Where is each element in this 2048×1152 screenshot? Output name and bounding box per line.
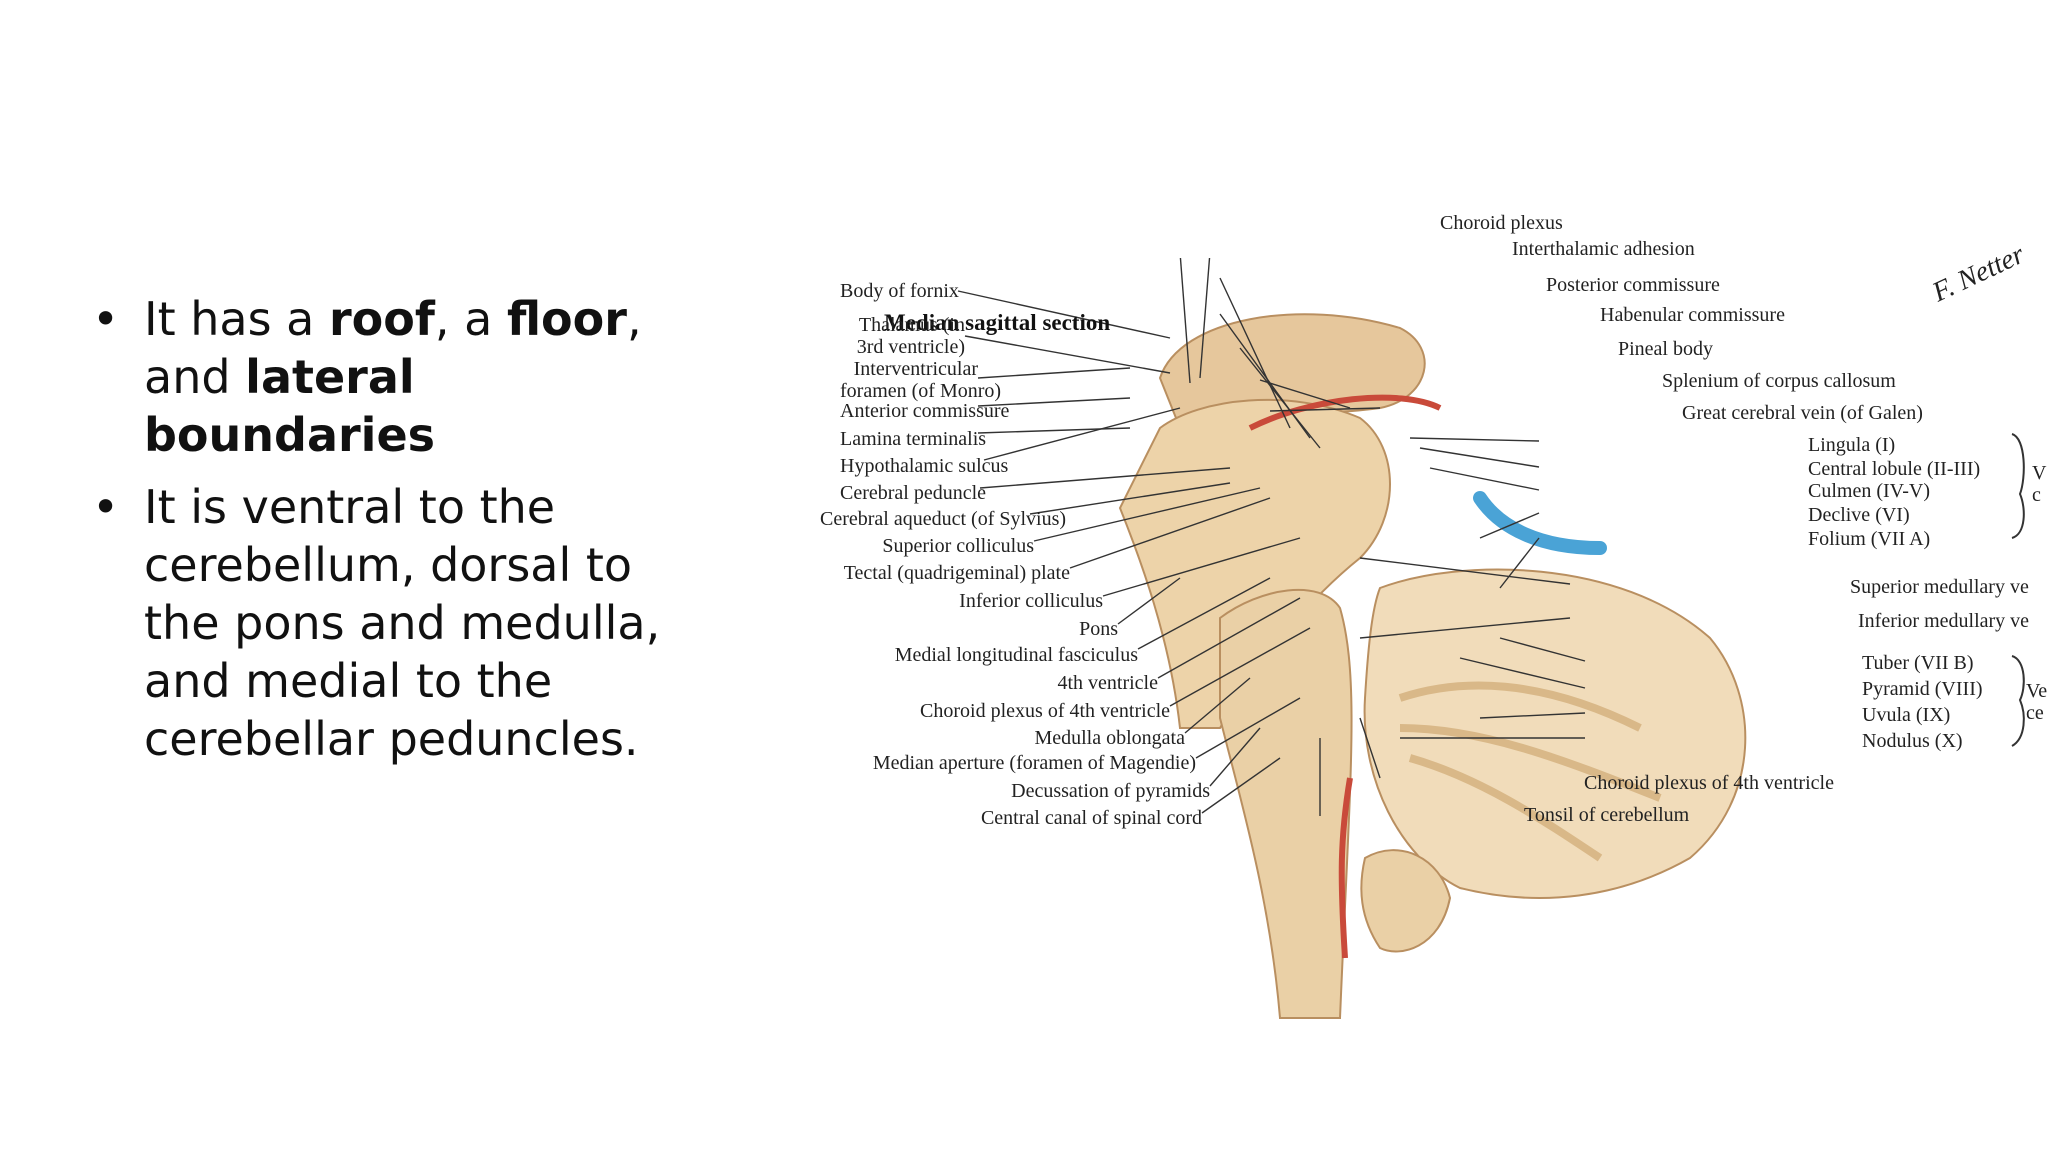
label-lamina-terminalis: Lamina terminalis <box>840 428 987 450</box>
label-tectal-plate: Tectal (quadrigeminal) plate <box>843 562 1070 584</box>
label-folium: Folium (VII A) <box>1808 528 1931 550</box>
label-cerebral-aqueduct: Cerebral aqueduct (of Sylvius) <box>820 508 1067 530</box>
figure-title: Median sagittal section <box>884 310 1111 335</box>
label-choroid-plexus-4th-bottom: Choroid plexus of 4th ventricle <box>1584 772 1834 794</box>
bullet-item-1: • It has a roof, a floor, and lateral bo… <box>92 290 682 464</box>
label-pyramid: Pyramid (VIII) <box>1862 678 1983 700</box>
label-inferior-colliculus: Inferior colliculus <box>959 590 1103 612</box>
label-uvula: Uvula (IX) <box>1862 704 1951 726</box>
label-anterior-commissure: Anterior commissure <box>840 400 1010 422</box>
label-superior-colliculus: Superior colliculus <box>882 535 1034 557</box>
label-tonsil-of-cerebellum: Tonsil of cerebellum <box>1524 804 1690 826</box>
label-inferior-medullary-velum: Inferior medullary ve <box>1858 610 2030 632</box>
label-superior-medullary-velum: Superior medullary ve <box>1850 576 2029 598</box>
bullet-text: It has a roof, a floor, and lateral boun… <box>144 292 642 462</box>
label-culmen: Culmen (IV-V) <box>1808 480 1931 502</box>
label-cerebral-peduncle: Cerebral peduncle <box>840 482 987 504</box>
label-body-of-fornix: Body of fornix <box>840 280 959 302</box>
label-declive: Declive (VI) <box>1808 504 1910 526</box>
anatomy-illustration <box>957 258 2025 1019</box>
label-pineal-body: Pineal body <box>1618 338 1713 360</box>
bullet-text: It is ventral to the cerebellum, dorsal … <box>144 480 661 766</box>
label-central-lobule: Central lobule (II-III) <box>1808 458 1981 480</box>
label-central-canal: Central canal of spinal cord <box>980 807 1202 829</box>
label-decussation-of-pyramids: Decussation of pyramids <box>1011 780 1210 802</box>
label-4th-ventricle: 4th ventricle <box>1057 672 1158 694</box>
label-hypothalamic-sulcus: Hypothalamic sulcus <box>840 455 1009 477</box>
label-great-cerebral-vein: Great cerebral vein (of Galen) <box>1682 402 1923 424</box>
bullet-list: • It has a roof, a floor, and lateral bo… <box>92 290 682 782</box>
label-brace-upper: V c <box>2032 462 2047 506</box>
label-nodulus: Nodulus (X) <box>1862 730 1963 752</box>
label-brace-lower: Ve ce <box>2026 680 2048 724</box>
label-interthalamic-adhesion: Interthalamic adhesion <box>1512 238 1695 260</box>
bullet-dot: • <box>92 292 120 346</box>
label-choroid-plexus: Choroid plexus <box>1440 212 1563 234</box>
label-splenium: Splenium of corpus callosum <box>1662 370 1896 392</box>
label-interventricular-foramen: Interventricular foramen (of Monro) <box>840 358 1002 402</box>
brain-sagittal-figure: Median sagittal section F. Netter Body o… <box>820 212 2048 1088</box>
label-posterior-commissure: Posterior commissure <box>1546 274 1720 296</box>
label-tuber: Tuber (VII B) <box>1862 652 1974 674</box>
label-habenular-commissure: Habenular commissure <box>1600 304 1785 326</box>
bullet-item-2: • It is ventral to the cerebellum, dorsa… <box>92 478 682 768</box>
bullet-dot: • <box>92 480 120 534</box>
label-thalamus: Thalamus (in 3rd ventricle) <box>856 314 965 358</box>
label-medulla-oblongata: Medulla oblongata <box>1034 727 1185 749</box>
label-medial-longitudinal-fasciculus: Medial longitudinal fasciculus <box>894 644 1138 666</box>
label-pons: Pons <box>1079 618 1118 640</box>
label-lingula: Lingula (I) <box>1808 434 1896 456</box>
label-choroid-plexus-4th-left: Choroid plexus of 4th ventricle <box>920 700 1170 722</box>
label-median-aperture: Median aperture (foramen of Magendie) <box>872 752 1196 774</box>
